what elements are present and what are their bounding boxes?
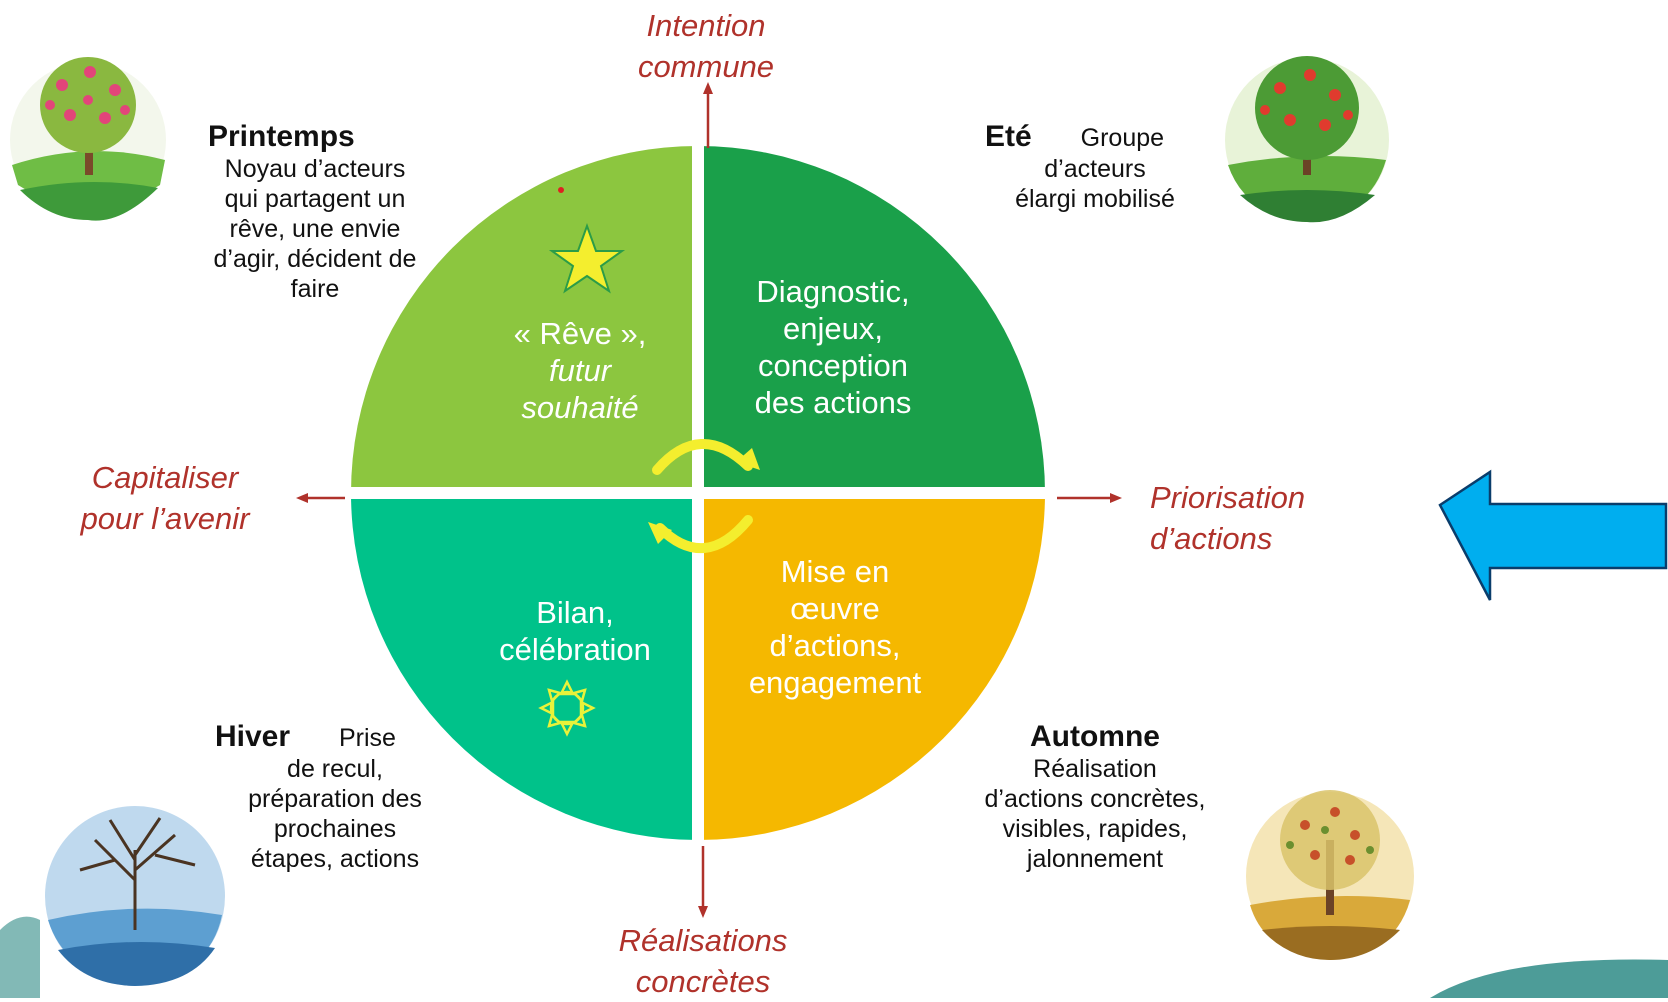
tree-spring-icon — [10, 57, 166, 221]
season-name: Printemps — [208, 120, 355, 153]
season-hiver: Hiver Prise de recul, préparation des pr… — [215, 720, 422, 873]
quadrant-text-bottom-left: Bilan, célébration — [499, 595, 651, 667]
quadrant-text-bottom-right: Mise en œuvre d’actions, engagement — [748, 554, 922, 700]
corner-swoosh-left — [0, 916, 40, 998]
quadrant-top-right — [698, 146, 1045, 493]
season-ete: Eté Groupe d’acteurs élargi mobilisé — [985, 120, 1175, 213]
corner-swoosh — [1430, 959, 1668, 998]
red-dot — [558, 187, 564, 193]
quadrant-text-top-left: « Rêve », futur souhaité — [513, 316, 647, 425]
axis-arrows — [296, 82, 1122, 918]
season-automne: Automne Réalisation d’actions concrètes,… — [960, 720, 1230, 874]
quadrant-top-left — [351, 146, 698, 493]
sun-icon — [538, 679, 596, 737]
separator-horizontal — [345, 487, 1051, 499]
tree-autumn-icon — [1246, 790, 1414, 960]
star-icon — [548, 223, 626, 294]
season-name: Hiver — [215, 720, 291, 753]
left-arrow-shape — [1438, 469, 1668, 601]
season-name: Automne — [1030, 720, 1160, 753]
quadrant-bottom-left — [351, 493, 698, 840]
cycle-arrows-icon — [648, 439, 760, 554]
season-printemps: Printemps Noyau d’acteurs qui partagent … — [190, 120, 440, 304]
quadrant-bottom-right — [698, 493, 1045, 840]
tree-summer-icon — [1225, 56, 1389, 223]
tree-winter-icon — [45, 806, 225, 986]
quadrant-text-top-right: Diagnostic, enjeux, conception des actio… — [754, 274, 912, 420]
season-name: Eté — [985, 120, 1032, 153]
